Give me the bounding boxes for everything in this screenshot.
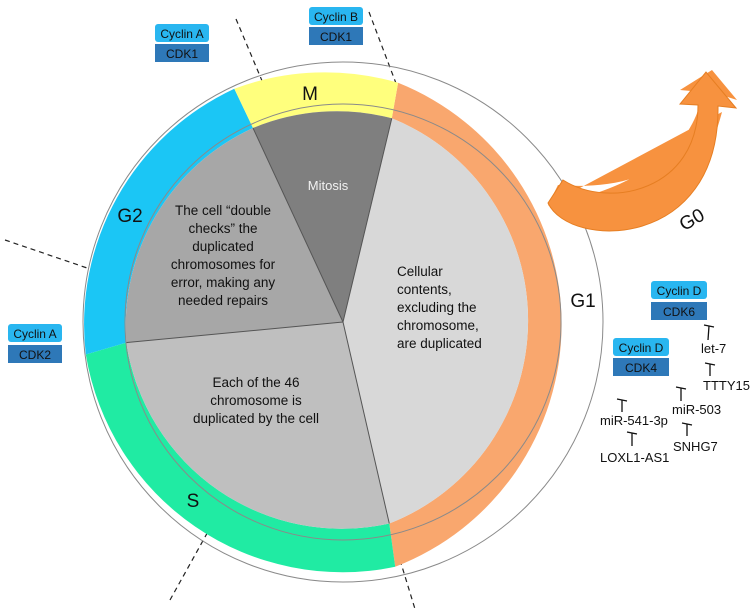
inhibit-snhg7-to-mir503 bbox=[681, 422, 693, 436]
sector-s bbox=[126, 322, 390, 529]
cyclin-box bbox=[8, 324, 62, 342]
s-text-line: duplicated by the cell bbox=[193, 411, 319, 426]
cdk-label: CDK2 bbox=[19, 348, 51, 362]
ring-g2 bbox=[84, 88, 253, 355]
ring-m bbox=[234, 72, 399, 128]
sector-g1 bbox=[343, 118, 529, 524]
cyclin-label: Cyclin D bbox=[619, 341, 664, 355]
cyclin-label: Cyclin A bbox=[160, 27, 203, 41]
phase-label-m: M bbox=[302, 84, 318, 105]
sector-text-s: Each of the 46 chromosome is duplicated … bbox=[193, 375, 319, 426]
g2-text-line: error, making any bbox=[171, 275, 276, 290]
g1-text-line: contents, bbox=[397, 282, 452, 297]
regulator-snhg7: SNHG7 bbox=[673, 439, 718, 454]
cyclin-box bbox=[613, 338, 669, 356]
inhibit-mir541-to-cdk4 bbox=[616, 398, 628, 412]
cyclin-box bbox=[155, 24, 209, 42]
sector-text-g1: Cellular contents, excluding the chromos… bbox=[397, 264, 482, 351]
g2-text-line: duplicated bbox=[192, 239, 254, 254]
separator-s-g1 bbox=[399, 559, 416, 610]
regulator-ttty15: TTTY15 bbox=[703, 378, 750, 393]
cdk-box bbox=[309, 27, 363, 45]
sector-label-mitosis: Mitosis bbox=[308, 178, 349, 193]
s-text-line: Each of the 46 bbox=[212, 375, 299, 390]
phase-label-g0: G0 bbox=[676, 205, 708, 236]
sector-g2 bbox=[125, 128, 343, 343]
cdk-box bbox=[651, 302, 707, 320]
regulators: let-7 TTTY15 miR-503 SNHG7 miR-541-3p LO… bbox=[600, 341, 750, 465]
cdk-box bbox=[613, 358, 669, 376]
cyclin-label: Cyclin B bbox=[314, 10, 358, 24]
g2-text-line: checks” the bbox=[188, 221, 257, 236]
g2-text-line: needed repairs bbox=[178, 293, 268, 308]
regulator-let7: let-7 bbox=[701, 341, 726, 356]
cyclin-label: Cyclin A bbox=[13, 327, 56, 341]
phase-separators bbox=[4, 11, 416, 610]
cyclin-box bbox=[651, 281, 707, 299]
complex-s: Cyclin A CDK2 bbox=[8, 324, 62, 363]
separator-g2-m bbox=[235, 18, 269, 96]
cyclin-box bbox=[309, 7, 363, 25]
sector-borders bbox=[82, 61, 604, 583]
complex-g1-cdk6: Cyclin D CDK6 bbox=[651, 281, 707, 320]
complex-m: Cyclin B CDK1 bbox=[309, 7, 363, 45]
inhibit-mir503-to-cdk4 bbox=[675, 386, 687, 401]
cdk-box bbox=[155, 44, 209, 62]
ring-s bbox=[85, 342, 396, 573]
inhibition-bars bbox=[616, 324, 716, 446]
regulator-mir541: miR-541-3p bbox=[600, 413, 668, 428]
sector-m bbox=[253, 111, 392, 322]
regulator-loxl1: LOXL1-AS1 bbox=[600, 450, 669, 465]
inhibit-loxl1-to-mir541 bbox=[626, 431, 638, 446]
cyclin-label: Cyclin D bbox=[657, 284, 702, 298]
cdk-label: CDK6 bbox=[663, 305, 695, 319]
inhibit-let7-to-cdk6 bbox=[703, 324, 715, 341]
cdk-label: CDK1 bbox=[320, 30, 352, 44]
g2-text-line: chromosomes for bbox=[171, 257, 276, 272]
regulator-mir503: miR-503 bbox=[672, 402, 721, 417]
inhibit-ttty15-to-let7 bbox=[704, 362, 716, 376]
g1-text-line: chromosome, bbox=[397, 318, 479, 333]
separator-s-lower bbox=[169, 527, 211, 601]
separator-g2-s-left bbox=[4, 239, 94, 271]
phase-label-g2: G2 bbox=[117, 206, 142, 227]
sector-text-g2: The cell “double checks” the duplicated … bbox=[171, 203, 276, 308]
cdk-label: CDK1 bbox=[166, 47, 198, 61]
g2-text-line: The cell “double bbox=[175, 203, 271, 218]
complex-g1-cdk4: Cyclin D CDK4 bbox=[613, 338, 669, 376]
g1-text-line: are duplicated bbox=[397, 336, 482, 351]
g1-text-line: excluding the bbox=[397, 300, 477, 315]
separator-m-g1 bbox=[368, 11, 398, 87]
cdk-label: CDK4 bbox=[625, 361, 657, 375]
complex-g2: Cyclin A CDK1 bbox=[155, 24, 209, 62]
phase-label-s: S bbox=[187, 491, 200, 512]
cdk-box bbox=[8, 345, 62, 363]
s-text-line: chromosome is bbox=[210, 393, 302, 408]
phase-label-g1: G1 bbox=[570, 291, 595, 312]
g0-arrow-body bbox=[547, 71, 738, 232]
ring-g1 bbox=[389, 82, 562, 567]
g1-text-line: Cellular bbox=[397, 264, 443, 279]
